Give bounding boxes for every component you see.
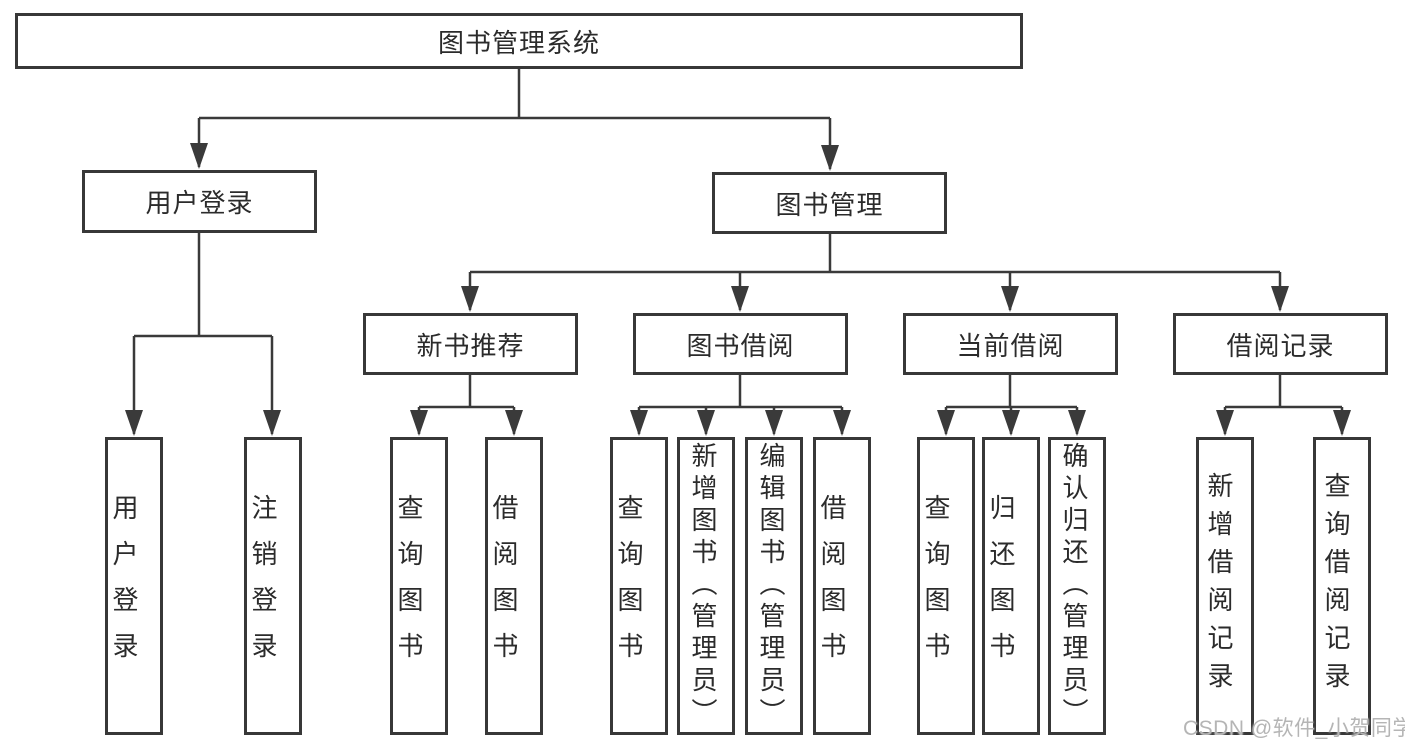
arrowhead-icon — [1068, 410, 1086, 436]
arrowhead-icon — [731, 286, 749, 312]
leaf-borrow-books-recommend: 借阅图书 — [485, 437, 543, 735]
node-label: 图书借阅 — [686, 330, 795, 361]
connector-root-split — [190, 69, 839, 171]
arrowhead-icon — [1333, 410, 1351, 436]
node-label: 查询图书 — [921, 494, 951, 678]
connector-user-login-split — [125, 233, 281, 436]
node-label: 借阅图书 — [489, 494, 519, 678]
node-label: 新增借阅记录 — [1204, 472, 1234, 700]
connector-book-borrow-split — [630, 375, 851, 436]
node-label: 查询图书 — [394, 494, 424, 678]
arrowhead-icon — [1002, 410, 1020, 436]
node-current-borrow: 当前借阅 — [903, 313, 1118, 375]
arrowhead-icon — [1001, 286, 1019, 312]
node-root: 图书管理系统 — [15, 13, 1023, 69]
connector-current-borrow-split — [937, 375, 1086, 436]
node-label: 当前借阅 — [956, 330, 1065, 361]
leaf-query-borrow-record: 查询借阅记录 — [1313, 437, 1371, 735]
leaf-add-borrow-record: 新增借阅记录 — [1196, 437, 1254, 735]
node-label: 用户登录 — [145, 188, 254, 218]
node-label: 新书推荐 — [416, 330, 525, 361]
arrowhead-icon — [937, 410, 955, 436]
connector-new-book-split — [410, 375, 523, 436]
arrowhead-icon — [263, 410, 281, 436]
node-label: 用户登录 — [109, 494, 139, 678]
arrowhead-icon — [125, 410, 143, 436]
node-label: 图书管理系统 — [437, 27, 600, 58]
arrowhead-icon — [190, 143, 208, 169]
node-label: 新增图书（管理员） — [688, 442, 718, 730]
arrowhead-icon — [630, 410, 648, 436]
connector-book-management-split — [461, 234, 1289, 312]
leaf-user-login: 用户登录 — [105, 437, 163, 735]
leaf-logout: 注销登录 — [244, 437, 302, 735]
node-borrow-records: 借阅记录 — [1173, 313, 1388, 375]
leaf-return-book: 归还图书 — [982, 437, 1040, 735]
leaf-query-books-recommend: 查询图书 — [390, 437, 448, 735]
arrowhead-icon — [461, 286, 479, 312]
node-book-borrow: 图书借阅 — [633, 313, 848, 375]
arrowhead-icon — [1216, 410, 1234, 436]
arrowhead-icon — [505, 410, 523, 436]
arrowhead-icon — [821, 145, 839, 171]
watermark: CSDN @软件_小贺同学 — [1183, 717, 1405, 740]
leaf-query-books-borrow: 查询图书 — [610, 437, 668, 735]
leaf-confirm-return-admin: 确认归还（管理员） — [1048, 437, 1106, 735]
arrowhead-icon — [697, 410, 715, 436]
arrowhead-icon — [765, 410, 783, 436]
arrowhead-icon — [410, 410, 428, 436]
node-label: 查询借阅记录 — [1321, 472, 1351, 700]
node-label: 注销登录 — [248, 494, 278, 678]
leaf-borrow-books: 借阅图书 — [813, 437, 871, 735]
node-book-management: 图书管理 — [712, 172, 947, 234]
node-label: 图书管理 — [775, 189, 884, 220]
node-label: 借阅图书 — [817, 494, 847, 678]
connector-borrow-records-split — [1216, 375, 1351, 436]
arrowhead-icon — [1271, 286, 1289, 312]
node-new-book-recommend: 新书推荐 — [363, 313, 578, 375]
node-label: 查询图书 — [614, 494, 644, 678]
node-label: 借阅记录 — [1226, 330, 1335, 361]
node-label: 归还图书 — [986, 494, 1016, 678]
node-user-login: 用户登录 — [82, 170, 317, 233]
leaf-add-book-admin: 新增图书（管理员） — [677, 437, 735, 735]
leaf-edit-book-admin: 编辑图书（管理员） — [745, 437, 803, 735]
leaf-query-books-current: 查询图书 — [917, 437, 975, 735]
node-label: 编辑图书（管理员） — [756, 442, 786, 730]
arrowhead-icon — [833, 410, 851, 436]
node-label: 确认归还（管理员） — [1059, 442, 1089, 730]
